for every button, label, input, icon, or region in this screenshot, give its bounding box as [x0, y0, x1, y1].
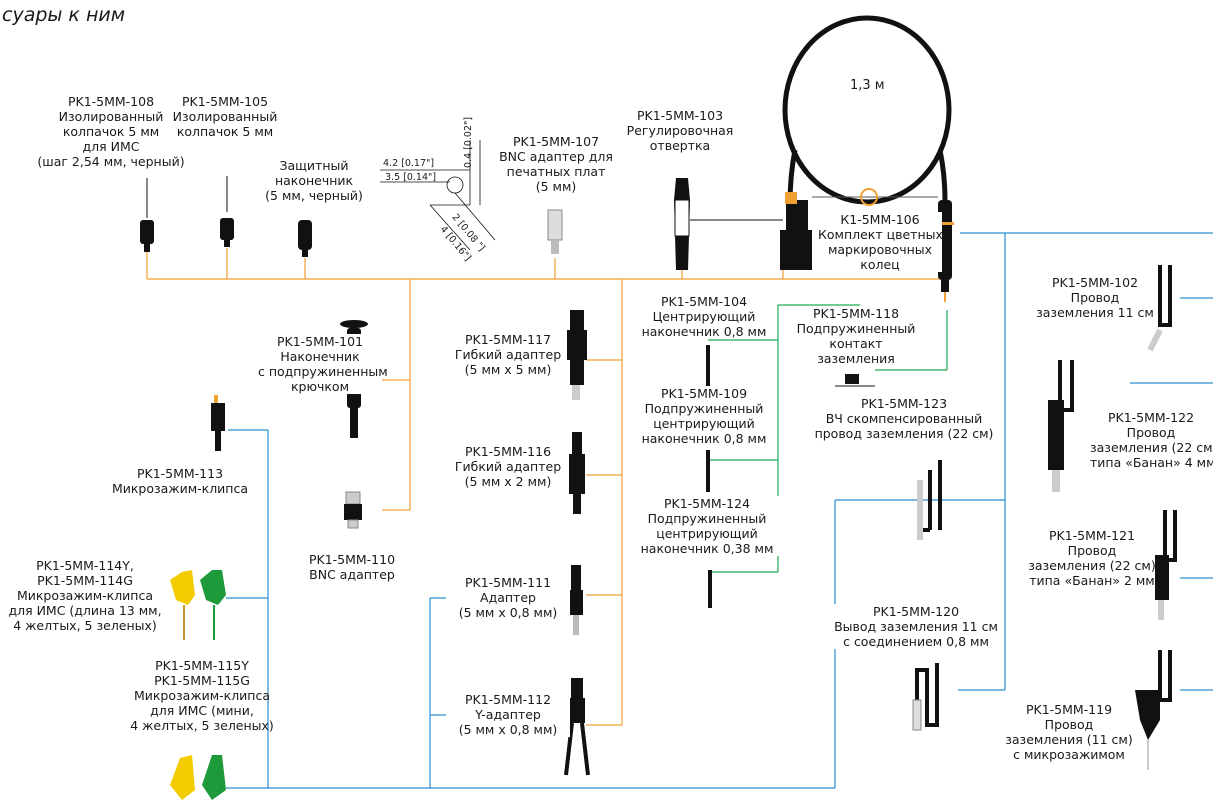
bnc-pcb-adapter-icon: [547, 209, 563, 254]
ground-lead-123: [917, 460, 942, 540]
y-adapter-112: [564, 678, 590, 776]
yellow-clip-115: [170, 755, 195, 800]
flex-adapter-116: [569, 432, 585, 514]
dimension-drawing: [380, 140, 496, 251]
page-title-line2: суары к ним: [2, 4, 126, 26]
ground-lead-102: [1147, 265, 1172, 352]
bnc-connector: [780, 192, 812, 270]
cap-icons: [140, 176, 312, 257]
flex-adapter-117: [567, 310, 587, 400]
micro-clip-icon: [211, 395, 225, 451]
dimension-label: 4.2 [0.17"]: [383, 158, 435, 169]
probe-cable-coil: [782, 15, 952, 206]
bnc-adapter-icon: [344, 491, 362, 529]
ground-lead-122: [1048, 360, 1074, 492]
adapter-111: [569, 565, 583, 635]
ground-contact-icon: [835, 374, 875, 387]
green-clip-114: [200, 570, 226, 640]
dimension-label: 3.5 [0.14"]: [385, 172, 437, 183]
green-clip-115: [202, 755, 226, 800]
screwdriver-icon: [674, 178, 783, 270]
orange-connector-lines: [146, 248, 945, 726]
color-ring-icon: [812, 188, 938, 206]
ground-lead-120: [912, 663, 939, 731]
dimension-label: 0.4 [0.02"]: [463, 116, 474, 168]
ground-lead-121: [1155, 510, 1177, 620]
ground-lead-119: [1135, 650, 1172, 770]
cable-length-label: 1,3 м: [850, 78, 885, 93]
yellow-clip-114: [170, 570, 195, 640]
centering-tips: [706, 345, 712, 608]
